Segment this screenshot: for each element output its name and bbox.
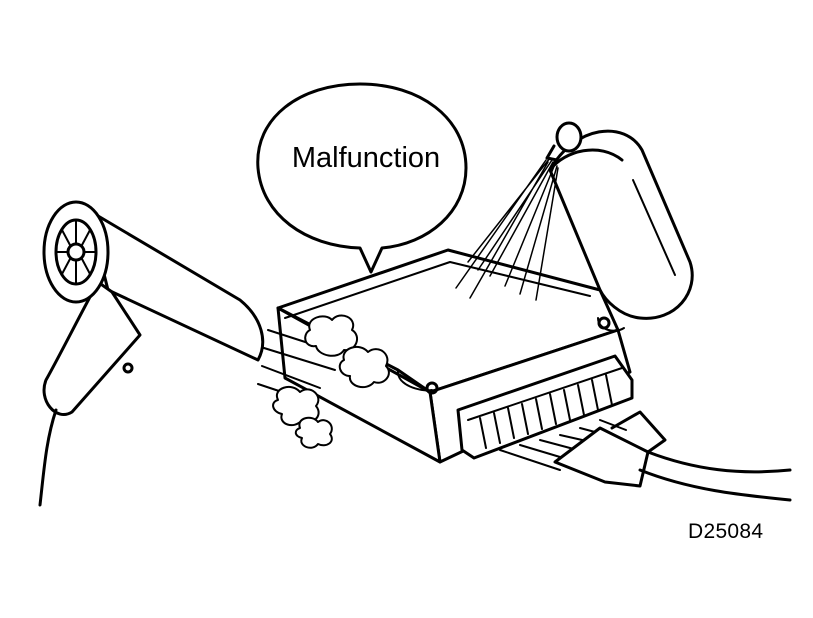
harness-plug-boot bbox=[610, 410, 667, 454]
ecu-screw-right bbox=[597, 316, 611, 330]
hair-dryer-intake-ring bbox=[42, 200, 110, 304]
harness-plug bbox=[553, 426, 650, 488]
harness-wires bbox=[499, 419, 627, 471]
spray-can-icon bbox=[545, 121, 694, 320]
figure-id-label: D25084 bbox=[688, 520, 764, 543]
ecu-top-rim bbox=[284, 261, 591, 319]
hair-dryer-switch bbox=[122, 362, 134, 374]
spray-can-shadow-line bbox=[632, 179, 676, 276]
connector-housing bbox=[456, 354, 634, 460]
spray-mist bbox=[455, 157, 559, 301]
spray-can-body bbox=[548, 129, 694, 320]
malfunction-speech-bubble: Malfunction bbox=[256, 82, 468, 274]
air-puff-1 bbox=[304, 314, 359, 357]
harness-cable bbox=[638, 450, 792, 502]
malfunction-label: Malfunction bbox=[292, 142, 440, 174]
speech-bubble-outline bbox=[256, 82, 468, 274]
air-puff-4 bbox=[294, 416, 333, 449]
air-puff-2 bbox=[338, 345, 390, 389]
connector-inner-edge bbox=[467, 367, 623, 421]
ecu-screw-left bbox=[425, 381, 439, 395]
hair-dryer-grille-spokes bbox=[55, 219, 97, 285]
air-lines bbox=[257, 329, 336, 399]
wire-harness-connector bbox=[456, 354, 792, 502]
hair-dryer-icon bbox=[38, 200, 265, 507]
hot-air-stream bbox=[257, 314, 390, 449]
spray-can-nozzle bbox=[555, 121, 583, 153]
spray-can-nozzle-tip bbox=[545, 144, 559, 162]
hair-dryer-handle bbox=[42, 280, 142, 416]
hair-dryer-barrel bbox=[86, 208, 265, 362]
connector-pins bbox=[479, 374, 613, 449]
hair-dryer-cord bbox=[38, 408, 58, 507]
